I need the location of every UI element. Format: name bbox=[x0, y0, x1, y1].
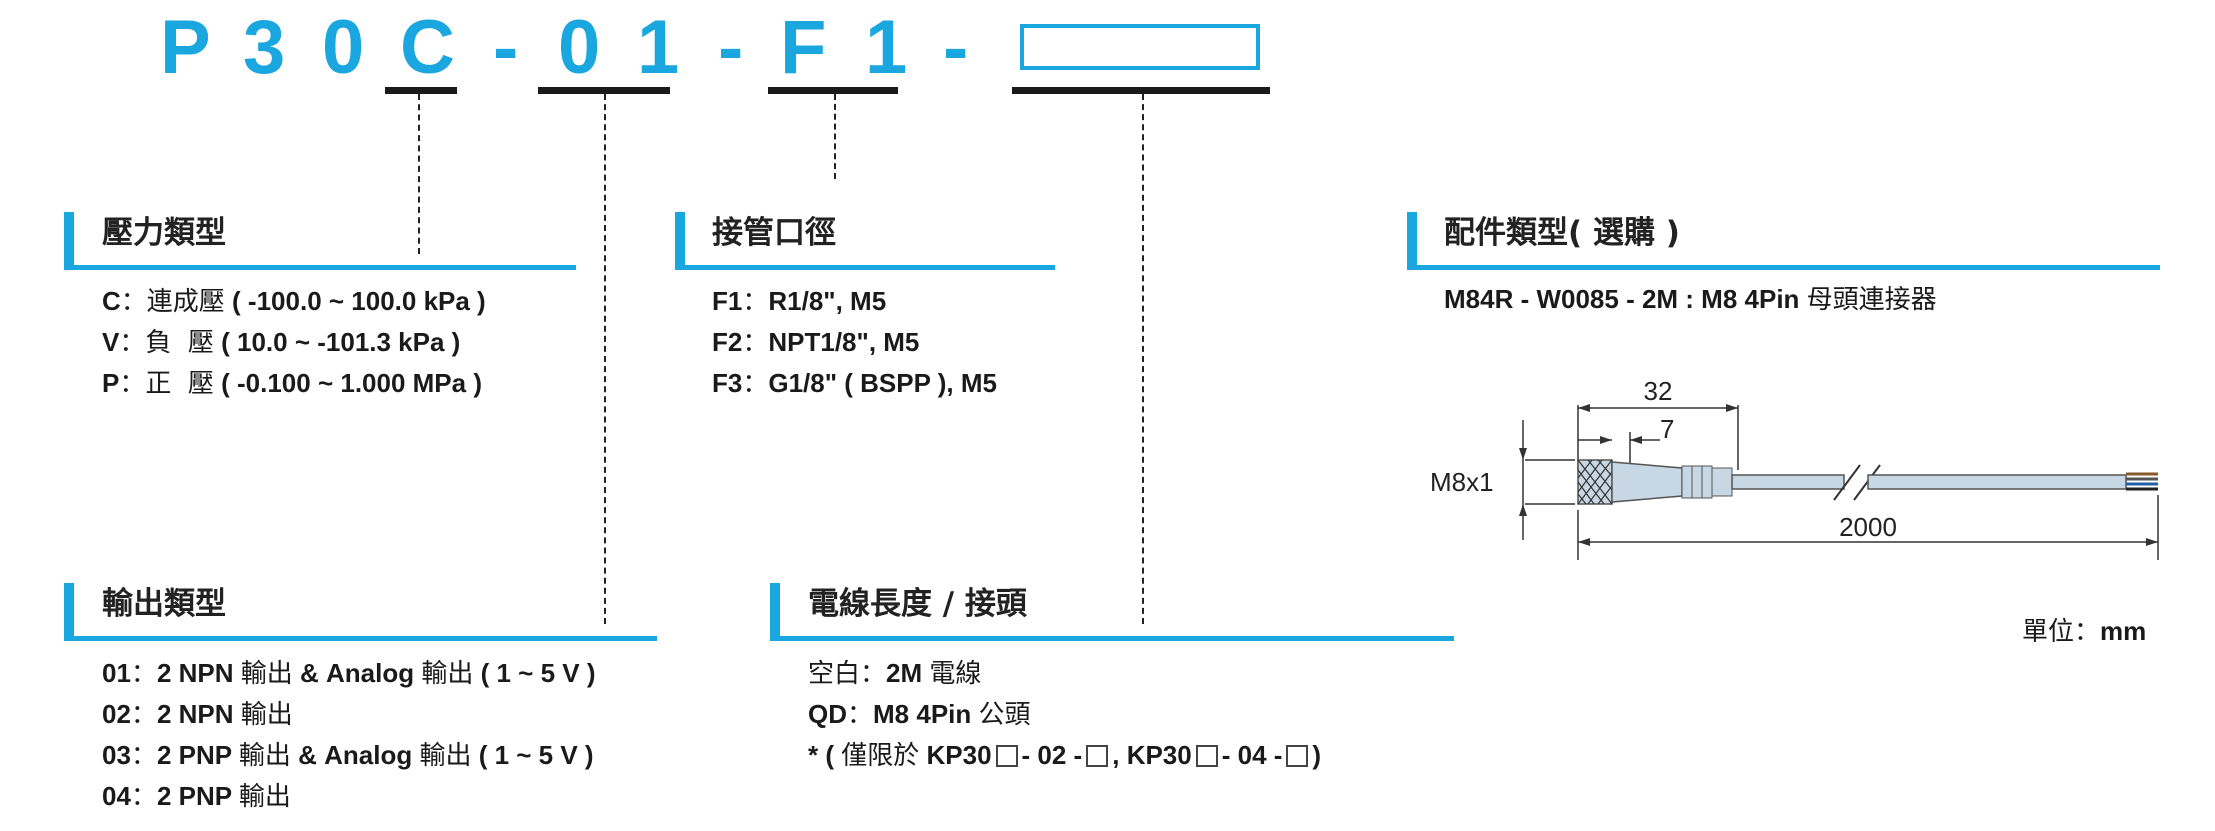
list-item: F1：R1/8", M5 bbox=[712, 286, 887, 317]
section-underline bbox=[64, 636, 657, 641]
list-item: 04：2 PNP 輸出 bbox=[102, 781, 291, 812]
code-char: F bbox=[780, 5, 827, 90]
code-char: 3 bbox=[243, 5, 286, 90]
dim-7: 7 bbox=[1660, 414, 1674, 444]
section-marker bbox=[64, 583, 74, 641]
leader-pressure bbox=[418, 94, 420, 254]
dim-32: 32 bbox=[1644, 376, 1673, 406]
code-char: 0 bbox=[558, 5, 601, 90]
section-marker bbox=[675, 212, 685, 270]
section-underline bbox=[64, 265, 576, 270]
code-char: - bbox=[718, 5, 744, 90]
section-marker bbox=[770, 583, 780, 641]
blank-square bbox=[1286, 745, 1309, 767]
section-title: 接管口徑 bbox=[712, 215, 836, 251]
section-title: 壓力類型 bbox=[102, 215, 226, 251]
section-title: 電線長度 / 接頭 bbox=[808, 586, 1027, 622]
section-title: 配件類型( 選購 ) bbox=[1444, 215, 1680, 251]
list-item: 空白：2M 電線 bbox=[808, 658, 982, 689]
part-number: M84R - W0085 - 2M : M8 4Pin 母頭連接器 bbox=[1444, 284, 1937, 315]
list-item: 02：2 NPN 輸出 bbox=[102, 699, 293, 730]
list-item: F3：G1/8" ( BSPP ), M5 bbox=[712, 368, 997, 399]
blank-square bbox=[995, 745, 1018, 767]
unit-label: 單位：mm bbox=[2022, 616, 2147, 647]
connector-drawing: 32 7 M8x1 200 bbox=[1430, 376, 2159, 560]
list-item: 03：2 PNP 輸出 & Analog 輸出 ( 1 ~ 5 V ) bbox=[102, 740, 594, 771]
list-item: V：負 壓 ( 10.0 ~ -101.3 kPa ) bbox=[102, 327, 461, 358]
list-item: 01：2 NPN 輸出 & Analog 輸出 ( 1 ~ 5 V ) bbox=[102, 658, 596, 689]
code-char: 1 bbox=[637, 5, 680, 90]
leader-output bbox=[604, 94, 606, 624]
note-item: * ( 僅限於 KP30- 02 -, KP30- 04 -) bbox=[808, 740, 1322, 771]
blank-square bbox=[1086, 745, 1109, 767]
list-item: F2：NPT1/8", M5 bbox=[712, 327, 920, 358]
code-char: 1 bbox=[865, 5, 908, 90]
section-title: 輸出類型 bbox=[102, 586, 226, 622]
blank-square bbox=[1195, 745, 1218, 767]
code-char: P bbox=[160, 5, 211, 90]
list-item: C：連成壓 ( -100.0 ~ 100.0 kPa ) bbox=[102, 286, 486, 317]
code-char: 0 bbox=[322, 5, 365, 90]
section-marker bbox=[1407, 212, 1417, 270]
leader-cable bbox=[1142, 94, 1144, 624]
leader-port bbox=[834, 94, 836, 179]
section-marker bbox=[64, 212, 74, 270]
code-char: - bbox=[493, 5, 519, 90]
underline-cable bbox=[1012, 87, 1270, 94]
dim-2000: 2000 bbox=[1839, 512, 1897, 542]
code-char: - bbox=[943, 5, 969, 90]
underline-pressure bbox=[385, 87, 457, 94]
dim-thread: M8x1 bbox=[1430, 467, 1494, 497]
section-underline bbox=[770, 636, 1454, 641]
code-char: C bbox=[400, 5, 455, 90]
underline-port bbox=[768, 87, 898, 94]
section-underline bbox=[1407, 265, 2160, 270]
section-underline bbox=[675, 265, 1055, 270]
list-item: P：正 壓 ( -0.100 ~ 1.000 MPa ) bbox=[102, 368, 482, 399]
list-item: QD：M8 4Pin 公頭 bbox=[808, 699, 1031, 730]
code-blank-box bbox=[1020, 24, 1260, 70]
underline-output bbox=[538, 87, 670, 94]
